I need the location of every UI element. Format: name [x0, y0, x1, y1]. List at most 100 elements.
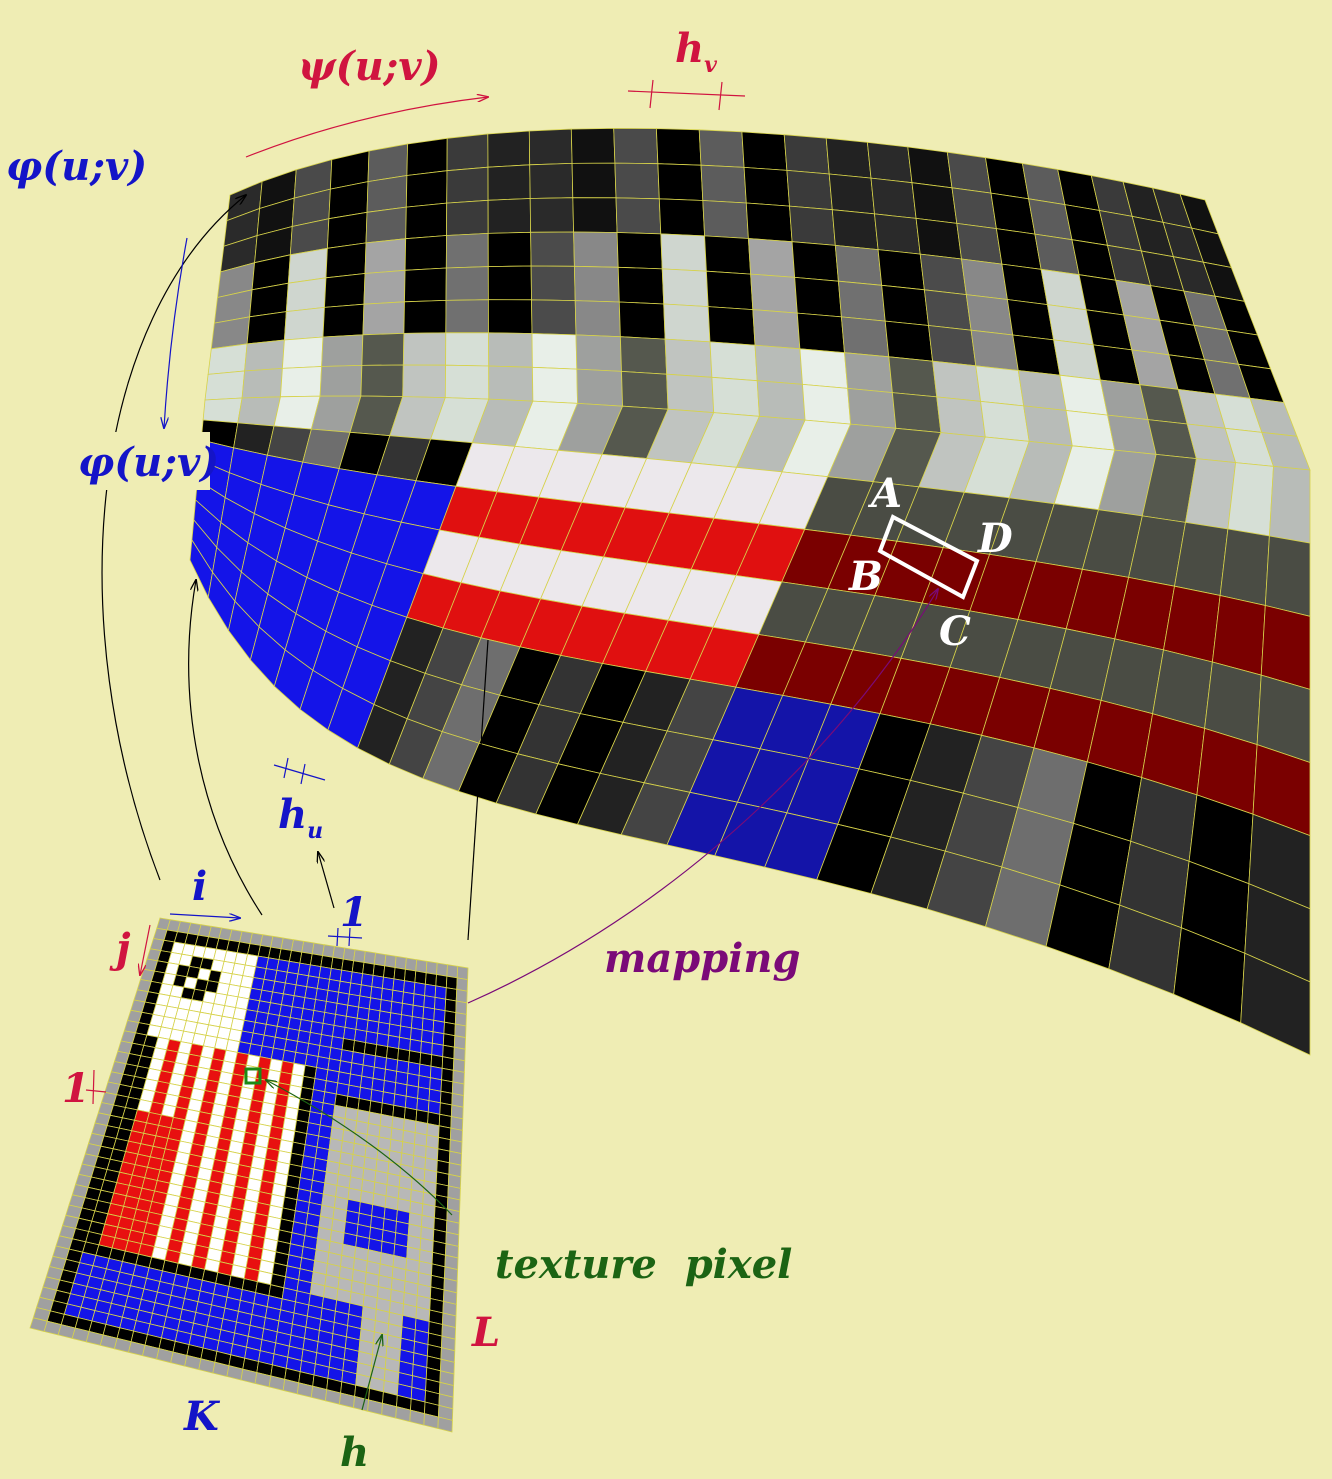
surface-cell — [1001, 263, 1048, 306]
surface-cell — [828, 173, 875, 215]
texture-pixel — [436, 962, 448, 977]
surface-cell — [406, 137, 448, 176]
surface-cell — [574, 300, 621, 338]
surface-cell — [402, 332, 447, 366]
surface-cell — [1006, 299, 1055, 341]
surface-cell — [616, 232, 663, 270]
surface-cell — [402, 364, 447, 399]
surface-cell — [487, 198, 532, 234]
texture-pixel — [372, 963, 386, 978]
surface-cell — [322, 303, 365, 338]
psi-label: ψ(u;v) — [298, 43, 441, 90]
surface-cell — [884, 320, 934, 362]
surface-cell — [995, 228, 1042, 270]
surface-cell — [980, 400, 1030, 442]
surface-cell — [936, 396, 986, 438]
h-v-label: hv — [675, 25, 717, 78]
surface-cell — [404, 267, 447, 303]
texture-pixel — [332, 945, 346, 960]
texture-pixel — [373, 952, 387, 967]
texture-pixel — [413, 981, 426, 997]
surface-cell — [614, 162, 660, 200]
surface-cell — [360, 364, 404, 398]
surface-cell — [621, 370, 669, 410]
texture-pixel — [404, 968, 417, 983]
surface-cell — [529, 162, 574, 199]
surface-cell — [743, 166, 790, 207]
surface-cell — [572, 197, 618, 233]
surface-cell — [946, 151, 992, 194]
texture-pixel — [412, 993, 426, 1008]
surface-cell — [487, 299, 533, 334]
surface-cell — [445, 232, 489, 269]
texture-pixel — [404, 957, 418, 972]
surface-cell — [666, 373, 715, 414]
texture-pixel — [309, 953, 323, 968]
point-c-label: C — [939, 608, 971, 655]
surface-cell — [951, 187, 997, 230]
surface-cell — [698, 129, 745, 168]
surface-cell — [834, 244, 883, 286]
surface-cell — [488, 332, 533, 368]
connector-phi-vertical — [164, 237, 188, 428]
surface-cell — [285, 277, 327, 313]
one-left-label: 1 — [62, 1065, 90, 1112]
surface-cell — [202, 397, 243, 424]
surface-cell — [1211, 595, 1266, 676]
texture-pixel — [425, 960, 438, 975]
surface-cell — [837, 280, 886, 322]
connector-psi — [245, 97, 488, 158]
surface-cell — [445, 266, 489, 301]
surface-cell — [915, 217, 962, 260]
j-label: j — [109, 925, 131, 972]
texture-pixel — [454, 1023, 467, 1039]
surface-cell — [405, 202, 448, 240]
texture-pixel — [431, 1031, 445, 1046]
phi-top-label: φ(u;v) — [6, 143, 147, 190]
surface-cell — [363, 269, 406, 305]
surface-cell — [1023, 405, 1073, 447]
surface-cell — [741, 131, 788, 171]
surface-quad-abcd — [877, 514, 980, 600]
surface-cell — [756, 380, 806, 421]
surface-cell — [244, 339, 285, 372]
texture-pixel — [392, 978, 405, 993]
texture-pixel — [348, 982, 362, 997]
surface-cell — [366, 175, 408, 213]
surface-cell — [660, 233, 707, 272]
texture-pixel — [445, 987, 458, 1002]
surface-cell — [446, 133, 489, 172]
surface-cell — [241, 367, 283, 399]
surface-cell — [487, 231, 532, 268]
mapping-label: mapping — [604, 935, 800, 982]
surface-cell — [573, 265, 620, 303]
texture-pixel-label: texture pixel — [495, 1241, 792, 1288]
surface-cell — [840, 316, 890, 358]
texture-pixel — [360, 973, 374, 988]
surface-cell — [750, 273, 798, 314]
h-u-label: hu — [278, 791, 323, 844]
surface-cell — [405, 170, 448, 208]
texture-pixel — [424, 983, 437, 998]
texture-pixel — [456, 977, 469, 992]
texture-pixel — [322, 944, 335, 958]
surface-cell — [709, 341, 758, 382]
texture-pixel — [341, 958, 355, 973]
texture-image — [29, 917, 469, 1433]
texture-pixel — [390, 1001, 403, 1016]
surface-cell — [707, 306, 756, 346]
surface-cell — [970, 329, 1019, 371]
surface-cell — [361, 332, 405, 366]
surface-cell — [1012, 334, 1061, 376]
point-b-label: B — [848, 553, 883, 600]
surface-cell — [487, 130, 531, 168]
texture-pixel — [383, 965, 396, 980]
surface-cell — [575, 334, 622, 372]
surface-cell — [446, 199, 489, 236]
surface-cell — [365, 206, 407, 244]
surface-cell — [874, 213, 921, 255]
surface-cell — [891, 392, 942, 434]
surface-cell — [488, 365, 534, 402]
connector-phi-bottom — [188, 580, 263, 916]
surface-cell — [881, 284, 929, 326]
